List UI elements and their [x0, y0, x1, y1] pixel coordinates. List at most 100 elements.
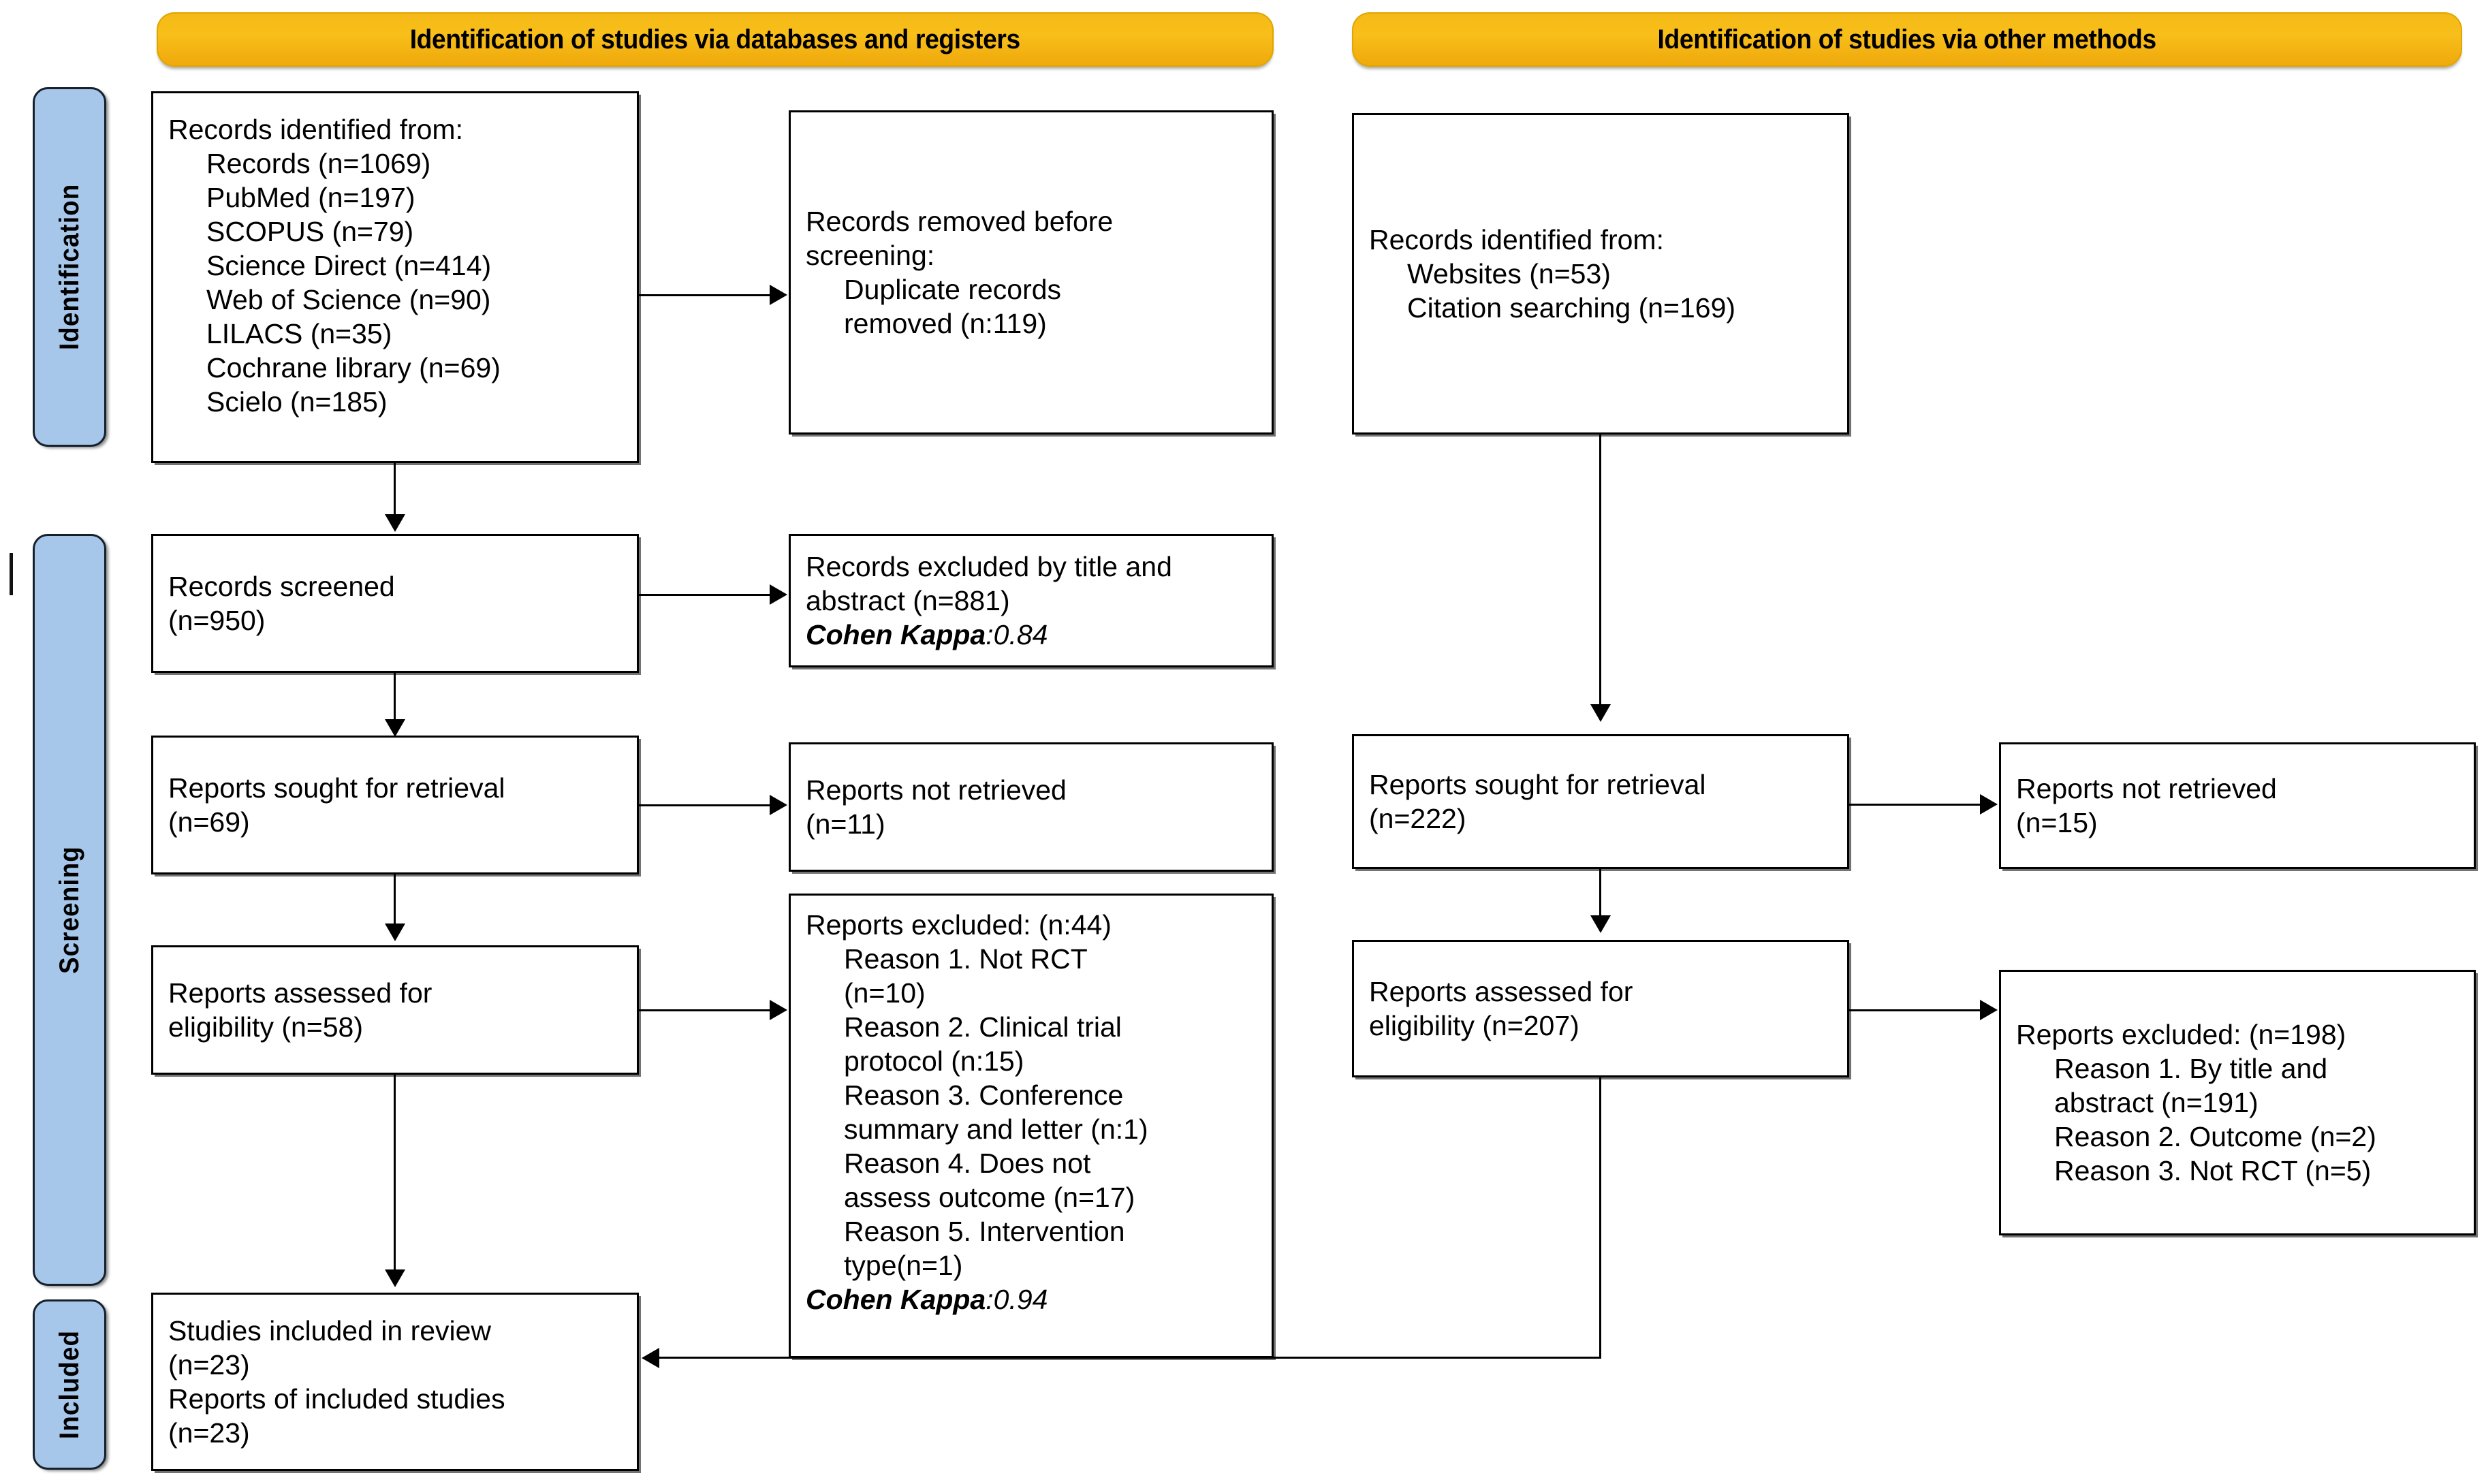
header-other-methods: Identification of studies via other meth… [1352, 12, 2462, 67]
reports-sought-left-line2: (n=69) [168, 806, 250, 838]
records-screened-line1: Records screened [168, 570, 395, 602]
records-excluded-line2: abstract (n=881) [806, 584, 1010, 616]
studies-included-line4: (n=23) [168, 1417, 250, 1449]
reports-assessed-right-line1: Reports assessed for [1369, 975, 1633, 1007]
arrowhead-right-sought-to-assessed [1590, 915, 1611, 933]
reports-assessed-left-line1: Reports assessed for [168, 977, 432, 1009]
arrowhead-identified-to-screened [385, 514, 405, 532]
connector-screened-to-excluded [639, 594, 771, 596]
reports-not-retrieved-left-line1: Reports not retrieved [806, 774, 1067, 806]
arrowhead-sought-to-not-retrieved [770, 795, 787, 815]
header-databases-registers: Identification of studies via databases … [157, 12, 1274, 67]
reports-assessed-left-line2: eligibility (n=58) [168, 1011, 363, 1043]
reports-excluded-left-reason: (n=10) [844, 977, 926, 1009]
connector-assessed-to-included [394, 1075, 396, 1272]
box-records-identified-left: Records identified from: Records (n=1069… [151, 91, 639, 463]
box-reports-sought-left: Reports sought for retrieval (n=69) [151, 736, 639, 874]
records-identified-left-source: Web of Science (n=90) [206, 284, 491, 316]
studies-included-line2: (n=23) [168, 1348, 250, 1380]
records-identified-left-source: SCOPUS (n=79) [206, 216, 414, 248]
box-reports-not-retrieved-right: Reports not retrieved (n=15) [1999, 742, 2476, 869]
records-removed-line3: Duplicate records [844, 274, 1062, 305]
box-reports-excluded-right: Reports excluded: (n=198) Reason 1. By t… [1999, 970, 2476, 1235]
box-records-excluded-title-abstract: Records excluded by title and abstract (… [789, 534, 1274, 667]
reports-excluded-left-reason: assess outcome (n=17) [844, 1182, 1135, 1214]
connector-screened-to-sought [394, 673, 396, 722]
reports-excluded-right-reason: abstract (n=191) [2054, 1086, 2259, 1118]
arrowhead-right-assessed-to-excluded [1980, 1000, 1998, 1020]
arrowhead-sought-to-assessed [385, 923, 405, 941]
records-identified-left-source: Records (n=1069) [206, 148, 431, 180]
arrowhead-identified-to-removed [770, 285, 787, 305]
cohen-kappa-label: Cohen Kappa [806, 1284, 986, 1316]
arrowhead-screened-to-sought [385, 719, 405, 737]
stage-pill-screening: Screening [33, 534, 106, 1286]
records-excluded-cohen-kappa: Cohen Kappa:0.84 [806, 618, 1257, 652]
connector-assessed-to-excluded [639, 1009, 771, 1011]
reports-sought-right-line2: (n=222) [1369, 803, 1466, 834]
arrowhead-screened-to-excluded [770, 584, 787, 605]
arrowhead-right-identified-to-sought [1590, 704, 1611, 722]
reports-not-retrieved-left-line2: (n=11) [806, 808, 885, 840]
reports-excluded-right-reason: Reason 1. By title and [2054, 1052, 2328, 1084]
records-identified-left-source: Science Direct (n=414) [206, 250, 492, 282]
stage-pill-identification: Identification [33, 87, 106, 447]
records-removed-line2: screening: [806, 239, 935, 271]
box-reports-assessed-left: Reports assessed for eligibility (n=58) [151, 945, 639, 1075]
box-reports-sought-right: Reports sought for retrieval (n=222) [1352, 734, 1849, 869]
studies-included-line1: Studies included in review [168, 1314, 492, 1346]
records-identified-left-title: Records identified from: [168, 114, 463, 145]
connector-identified-to-removed [639, 294, 771, 296]
reports-excluded-right-reason: Reason 3. Not RCT (n=5) [2054, 1155, 2372, 1187]
records-identified-right-source: Websites (n=53) [1407, 257, 1611, 289]
reports-excluded-left-reason: Reason 3. Conference [844, 1079, 1124, 1111]
reports-excluded-left-reason: Reason 2. Clinical trial [844, 1011, 1122, 1043]
arrowhead-assessed-to-excluded [770, 1000, 787, 1020]
reports-excluded-right-reason: Reason 2. Outcome (n=2) [2054, 1121, 2376, 1152]
reports-sought-left-line1: Reports sought for retrieval [168, 772, 505, 804]
connector-right-assessed-to-included [659, 1357, 1601, 1359]
records-screened-line2: (n=950) [168, 605, 266, 636]
reports-not-retrieved-right-line2: (n=15) [2016, 807, 2098, 838]
records-removed-line1: Records removed before [806, 205, 1114, 237]
records-removed-line4: removed (n:119) [844, 308, 1047, 340]
reports-excluded-left-title: Reports excluded: (n:44) [806, 909, 1112, 941]
margin-tick-mark [10, 553, 13, 595]
records-identified-left-source: Cochrane library (n=69) [206, 352, 501, 384]
arrowhead-right-sought-to-not-retrieved [1980, 794, 1998, 815]
records-identified-left-source: PubMed (n=197) [206, 182, 415, 214]
connector-right-assessed-to-excluded [1849, 1009, 1981, 1011]
reports-excluded-left-reason: type(n=1) [844, 1250, 963, 1282]
reports-not-retrieved-right-line1: Reports not retrieved [2016, 772, 2277, 804]
arrowhead-right-assessed-to-included [642, 1348, 659, 1368]
box-reports-not-retrieved-left: Reports not retrieved (n=11) [789, 742, 1274, 872]
reports-excluded-left-reason: summary and letter (n:1) [844, 1114, 1148, 1146]
box-reports-assessed-right: Reports assessed for eligibility (n=207) [1352, 940, 1849, 1077]
reports-excluded-left-cohen-kappa: Cohen Kappa:0.94 [806, 1282, 1257, 1316]
studies-included-line3: Reports of included studies [168, 1383, 505, 1415]
connector-identified-to-screened [394, 463, 396, 516]
cohen-kappa-value: :0.94 [986, 1284, 1048, 1316]
arrowhead-assessed-to-included [385, 1269, 405, 1287]
reports-excluded-left-reason: Reason 4. Does not [844, 1148, 1091, 1180]
connector-right-identified-to-sought [1599, 435, 1601, 707]
box-records-removed-before-screening: Records removed before screening: Duplic… [789, 110, 1274, 435]
records-identified-right-title: Records identified from: [1369, 223, 1664, 255]
records-identified-left-source: Scielo (n=185) [206, 386, 388, 418]
cohen-kappa-label: Cohen Kappa [806, 619, 986, 650]
records-identified-left-source: LILACS (n=35) [206, 318, 392, 350]
box-records-identified-right: Records identified from: Websites (n=53)… [1352, 113, 1849, 435]
reports-excluded-left-reason: protocol (n:15) [844, 1045, 1024, 1077]
stage-pill-screening-label: Screening [54, 846, 84, 974]
connector-right-sought-to-not-retrieved [1849, 804, 1981, 806]
connector-sought-to-not-retrieved [639, 804, 771, 806]
header-databases-registers-label: Identification of studies via databases … [409, 24, 1021, 54]
connector-sought-to-assessed [394, 874, 396, 926]
reports-sought-right-line1: Reports sought for retrieval [1369, 768, 1706, 800]
header-other-methods-label: Identification of studies via other meth… [1657, 24, 2157, 54]
connector-right-sought-to-assessed [1599, 869, 1601, 918]
reports-excluded-right-title: Reports excluded: (n=198) [2016, 1018, 2346, 1050]
records-excluded-line1: Records excluded by title and [806, 550, 1172, 582]
reports-assessed-right-line2: eligibility (n=207) [1369, 1010, 1579, 1041]
